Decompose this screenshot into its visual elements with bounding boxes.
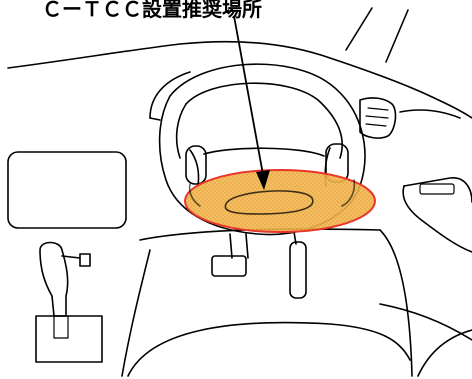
recommended-location-label: ＣーＴＣＣ設置推奨場所 [42,0,262,22]
gear-shifter [36,243,102,363]
recommended-install-area [185,170,375,232]
seat-edge [380,304,472,376]
lower-dashboard [122,229,412,376]
door-handle [403,178,472,252]
a-pillar-lines [346,8,408,62]
pedals [212,232,306,298]
left-side-panel [8,152,126,228]
